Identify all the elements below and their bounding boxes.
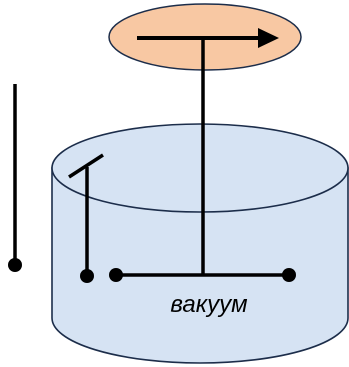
beam-right-ball bbox=[282, 268, 296, 282]
cylinder-vessel bbox=[51, 123, 349, 364]
outer-pendulum bbox=[8, 84, 22, 272]
cylinder-body bbox=[51, 167, 349, 364]
inner-pendulum-top-bar bbox=[68, 153, 104, 179]
right-arrow-icon bbox=[258, 28, 279, 48]
cylinder-top-rim bbox=[51, 123, 349, 213]
outer-pendulum-ball bbox=[8, 258, 22, 272]
vacuum-label: вакуум bbox=[170, 291, 247, 318]
inner-pendulum-ball bbox=[80, 269, 94, 283]
top-disc bbox=[108, 3, 302, 71]
beam-left-ball bbox=[109, 268, 123, 282]
horizontal-beam bbox=[109, 268, 296, 282]
inner-pendulum bbox=[68, 153, 104, 283]
